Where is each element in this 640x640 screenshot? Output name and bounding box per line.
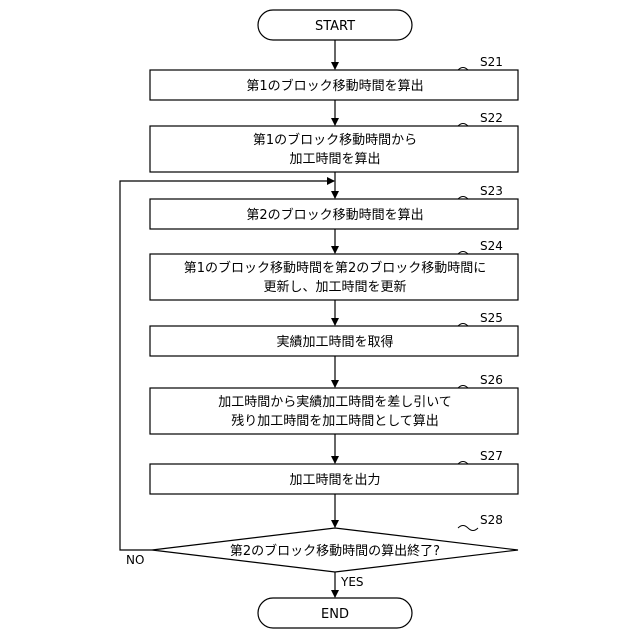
step-text-s26-line1: 加工時間から実績加工時間を差し引いて bbox=[218, 394, 452, 410]
step-s22: S22 第1のブロック移動時間から 加工時間を算出 bbox=[150, 111, 518, 172]
step-s26: S26 加工時間から実績加工時間を差し引いて 残り加工時間を加工時間として算出 bbox=[150, 373, 518, 434]
step-id-s23: S23 bbox=[480, 184, 503, 198]
step-text-s25: 実績加工時間を取得 bbox=[276, 334, 393, 350]
step-text-s26-line2: 残り加工時間を加工時間として算出 bbox=[231, 414, 439, 429]
arrow-no-loop bbox=[120, 181, 334, 550]
step-s24: S24 第1のブロック移動時間を第2のブロック移動時間に 更新し、加工時間を更新 bbox=[150, 239, 518, 300]
step-text-s22-line2: 加工時間を算出 bbox=[289, 152, 380, 167]
connectors bbox=[120, 40, 335, 597]
step-id-s21: S21 bbox=[480, 55, 503, 69]
step-s23: S23 第2のブロック移動時間を算出 bbox=[150, 184, 518, 229]
step-text-s23: 第2のブロック移動時間を算出 bbox=[246, 207, 423, 223]
end-label: END bbox=[321, 607, 349, 622]
yes-label: YES bbox=[340, 575, 364, 589]
step-id-s26: S26 bbox=[480, 373, 503, 387]
step-text-s22-line1: 第1のブロック移動時間から bbox=[253, 132, 417, 148]
step-s27: S27 加工時間を出力 bbox=[150, 449, 518, 494]
step-s25: S25 実績加工時間を取得 bbox=[150, 311, 518, 356]
start-terminal: START bbox=[258, 10, 412, 40]
step-text-s24-line2: 更新し、加工時間を更新 bbox=[263, 279, 406, 295]
step-id-s22: S22 bbox=[480, 111, 503, 125]
step-text-s21: 第1のブロック移動時間を算出 bbox=[246, 78, 423, 94]
decision-id-s28: S28 bbox=[480, 513, 503, 527]
step-text-s24-line1: 第1のブロック移動時間を第2のブロック移動時間に bbox=[184, 260, 487, 276]
step-id-s24: S24 bbox=[480, 239, 503, 253]
decision-text: 第2のブロック移動時間の算出終了? bbox=[230, 543, 440, 559]
end-terminal: END bbox=[258, 598, 412, 628]
step-id-s27: S27 bbox=[480, 449, 503, 463]
step-s21: S21 第1のブロック移動時間を算出 bbox=[150, 55, 518, 100]
start-label: START bbox=[315, 19, 355, 34]
step-id-s25: S25 bbox=[480, 311, 503, 325]
no-label: NO bbox=[126, 553, 144, 567]
step-text-s27: 加工時間を出力 bbox=[289, 473, 380, 488]
